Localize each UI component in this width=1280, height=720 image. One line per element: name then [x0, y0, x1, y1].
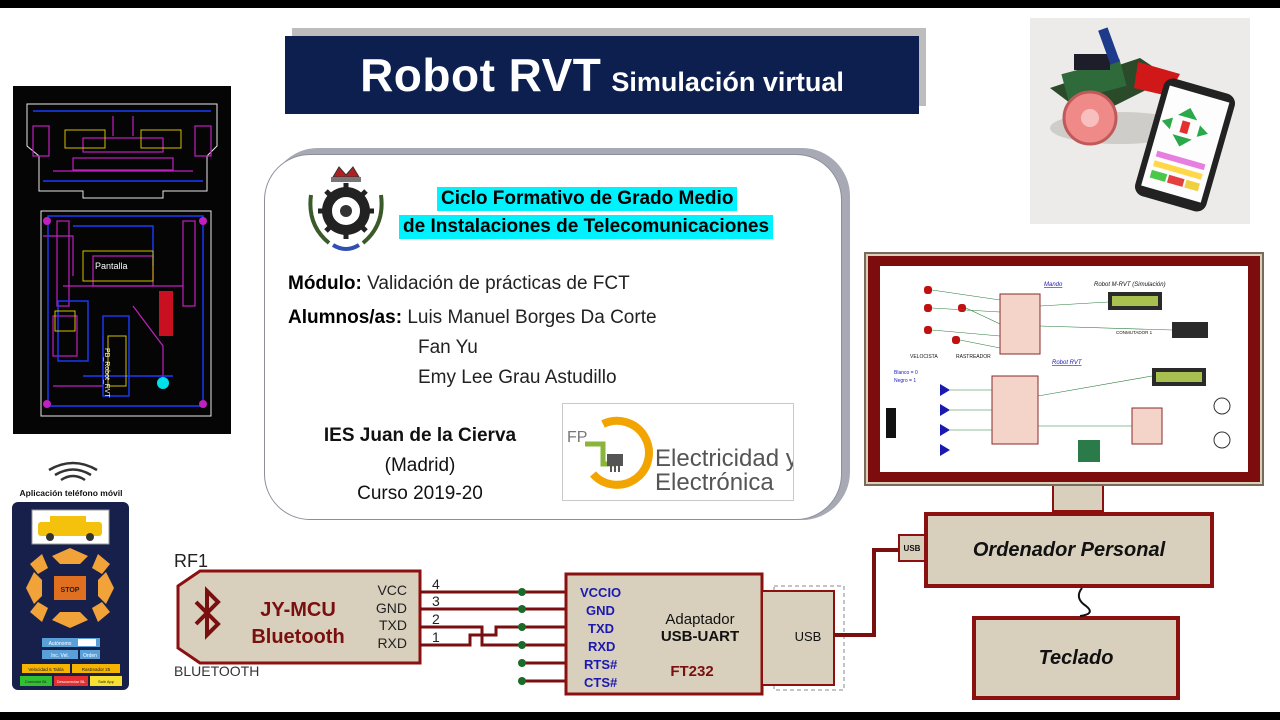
phone-app-title: Aplicación teléfono móvil — [19, 488, 123, 498]
bluetooth-name: JY-MCU — [260, 599, 336, 621]
bluetooth-module — [176, 569, 422, 665]
student-name: Fan Yu — [418, 337, 478, 358]
pc-usb-port: USB — [898, 534, 926, 562]
speed-indicator — [22, 664, 70, 673]
title-banner: Robot RVT Simulación virtual — [285, 36, 919, 114]
order-button[interactable] — [80, 650, 100, 659]
fp-logo: FP Electricidad y Electrónica — [562, 403, 798, 501]
adapter-pin-label: TXD — [588, 621, 614, 636]
pcb-label-pantalla: Pantalla — [95, 261, 128, 271]
connect-bl-button[interactable] — [20, 676, 52, 686]
adapter-pin-label: RTS# — [584, 657, 618, 672]
exit-app-button[interactable] — [90, 676, 122, 686]
pcb-label-board: PB_Robot_RVT — [103, 348, 110, 398]
sim-black-legend: Negro = 1 — [894, 378, 916, 384]
school-crest-icon — [308, 166, 384, 251]
phone-app-mockup: STOP Autónomo Inc. Vel. Orden Velocidad … — [12, 502, 129, 690]
bluetooth-ref: RF1 — [174, 551, 208, 571]
disconnect-bl-button[interactable] — [54, 676, 88, 686]
title-subtitle: Simulación virtual — [611, 66, 844, 97]
order-label: Orden — [83, 653, 97, 659]
bt-pin-number: 4 — [432, 576, 440, 592]
connect-bl-label: Conectar BL — [25, 679, 48, 684]
bt-pin-number: 3 — [432, 593, 440, 609]
speed-label: Velocidad 5 Tabla — [28, 667, 64, 672]
slide: Robot RVT Simulación virtual — [0, 8, 1280, 712]
fp-logo-line2: Electrónica — [655, 469, 774, 496]
inc-vel-button[interactable] — [42, 650, 78, 659]
sim-commutator-label: CONMUTADOR 1 — [1116, 330, 1153, 335]
autonomous-label: Autónomo — [49, 641, 72, 647]
exit-app-label: Salir App — [98, 679, 115, 684]
pc-box: Ordenador Personal — [924, 512, 1214, 588]
module-value: Validación de prácticas de FCT — [367, 273, 630, 294]
sim-robot-label: Robot RVT — [1052, 360, 1083, 366]
bluetooth-caption: BLUETOOTH — [174, 663, 259, 679]
sim-tracker-label: RASTREADOR — [956, 354, 991, 360]
keyboard-box: Teclado — [972, 616, 1180, 700]
keyboard-cable — [1077, 587, 1091, 617]
simulation-schematic: Mando Robot M-RVT (Simulación) Robot RVT… — [880, 266, 1248, 472]
adapter-pin-label: CTS# — [584, 675, 618, 690]
monitor-stand — [1052, 486, 1104, 512]
usb-connector — [761, 590, 835, 686]
seeker-label: Rastreador 25 — [82, 667, 111, 672]
adapter-label: Adaptador — [665, 611, 734, 628]
bt-pin-label: RXD — [377, 635, 407, 651]
fp-logo-line1: Electricidad y — [655, 445, 793, 472]
adapter-pin-label: RXD — [588, 639, 615, 654]
student-name: Luis Manuel Borges Da Corte — [407, 307, 657, 328]
adapter-chip: FT232 — [670, 663, 713, 680]
pcb-layout-image: Pantalla PB_Robot_RVT — [13, 86, 231, 434]
fp-logo-prefix: FP — [567, 429, 587, 446]
students-label: Alumnos/as: — [288, 307, 403, 328]
bluetooth-icon — [194, 586, 221, 640]
bt-pin-number: 1 — [432, 629, 440, 645]
stop-label: STOP — [61, 587, 80, 594]
inc-vel-label: Inc. Vel. — [51, 653, 69, 659]
module-label: Módulo: — [288, 273, 362, 294]
car-icon — [38, 516, 102, 541]
cycle-title-line1: Ciclo Formativo de Grado Medio — [437, 187, 738, 211]
adapter-label2: USB-UART — [661, 628, 739, 645]
bluetooth-name2: Bluetooth — [251, 626, 344, 648]
disconnect-bl-label: Desconectar BL — [57, 679, 86, 684]
students-line: Alumnos/as: Luis Manuel Borges Da Corte — [288, 307, 657, 329]
seeker-indicator — [72, 664, 120, 673]
wiring-diagram: RF1 JY-MCU Bluetooth BLUETOOTH VCC GND T… — [174, 548, 1091, 696]
bt-pin-label: GND — [376, 600, 407, 616]
uart-wires — [420, 590, 566, 683]
wifi-signal-icon — [48, 461, 98, 482]
direction-arrows — [26, 548, 114, 628]
adapter-pin-label: VCCIO — [580, 585, 621, 600]
bt-pin-number: 2 — [432, 611, 440, 627]
adapter-pin-label: GND — [586, 603, 615, 618]
usb-cable — [834, 548, 898, 637]
autonomous-toggle[interactable] — [42, 638, 100, 647]
sim-speed-label: VELOCISTA — [910, 354, 938, 360]
usb-uart-adapter — [564, 572, 764, 696]
adapter-usb-label: USB — [795, 629, 822, 644]
sim-title: Robot M-RVT (Simulación) — [1094, 282, 1166, 288]
bt-pin-label: TXD — [379, 617, 407, 633]
school-city: (Madrid) — [384, 455, 456, 476]
title-main: Robot RVT — [360, 49, 602, 101]
robot-photo — [1030, 18, 1250, 224]
sim-mando-label: Mando — [1044, 282, 1063, 288]
stop-button[interactable] — [54, 576, 86, 600]
cycle-title-line2: de Instalaciones de Telecomunicaciones — [399, 215, 774, 239]
course-year: Curso 2019-20 — [357, 483, 483, 504]
module-line: Módulo: Validación de prácticas de FCT — [288, 273, 630, 295]
school-name: IES Juan de la Cierva — [323, 425, 517, 446]
sim-white-legend: Blanco = 0 — [894, 370, 918, 376]
bt-pin-label: VCC — [377, 582, 407, 598]
student-name: Emy Lee Grau Astudillo — [418, 367, 617, 388]
